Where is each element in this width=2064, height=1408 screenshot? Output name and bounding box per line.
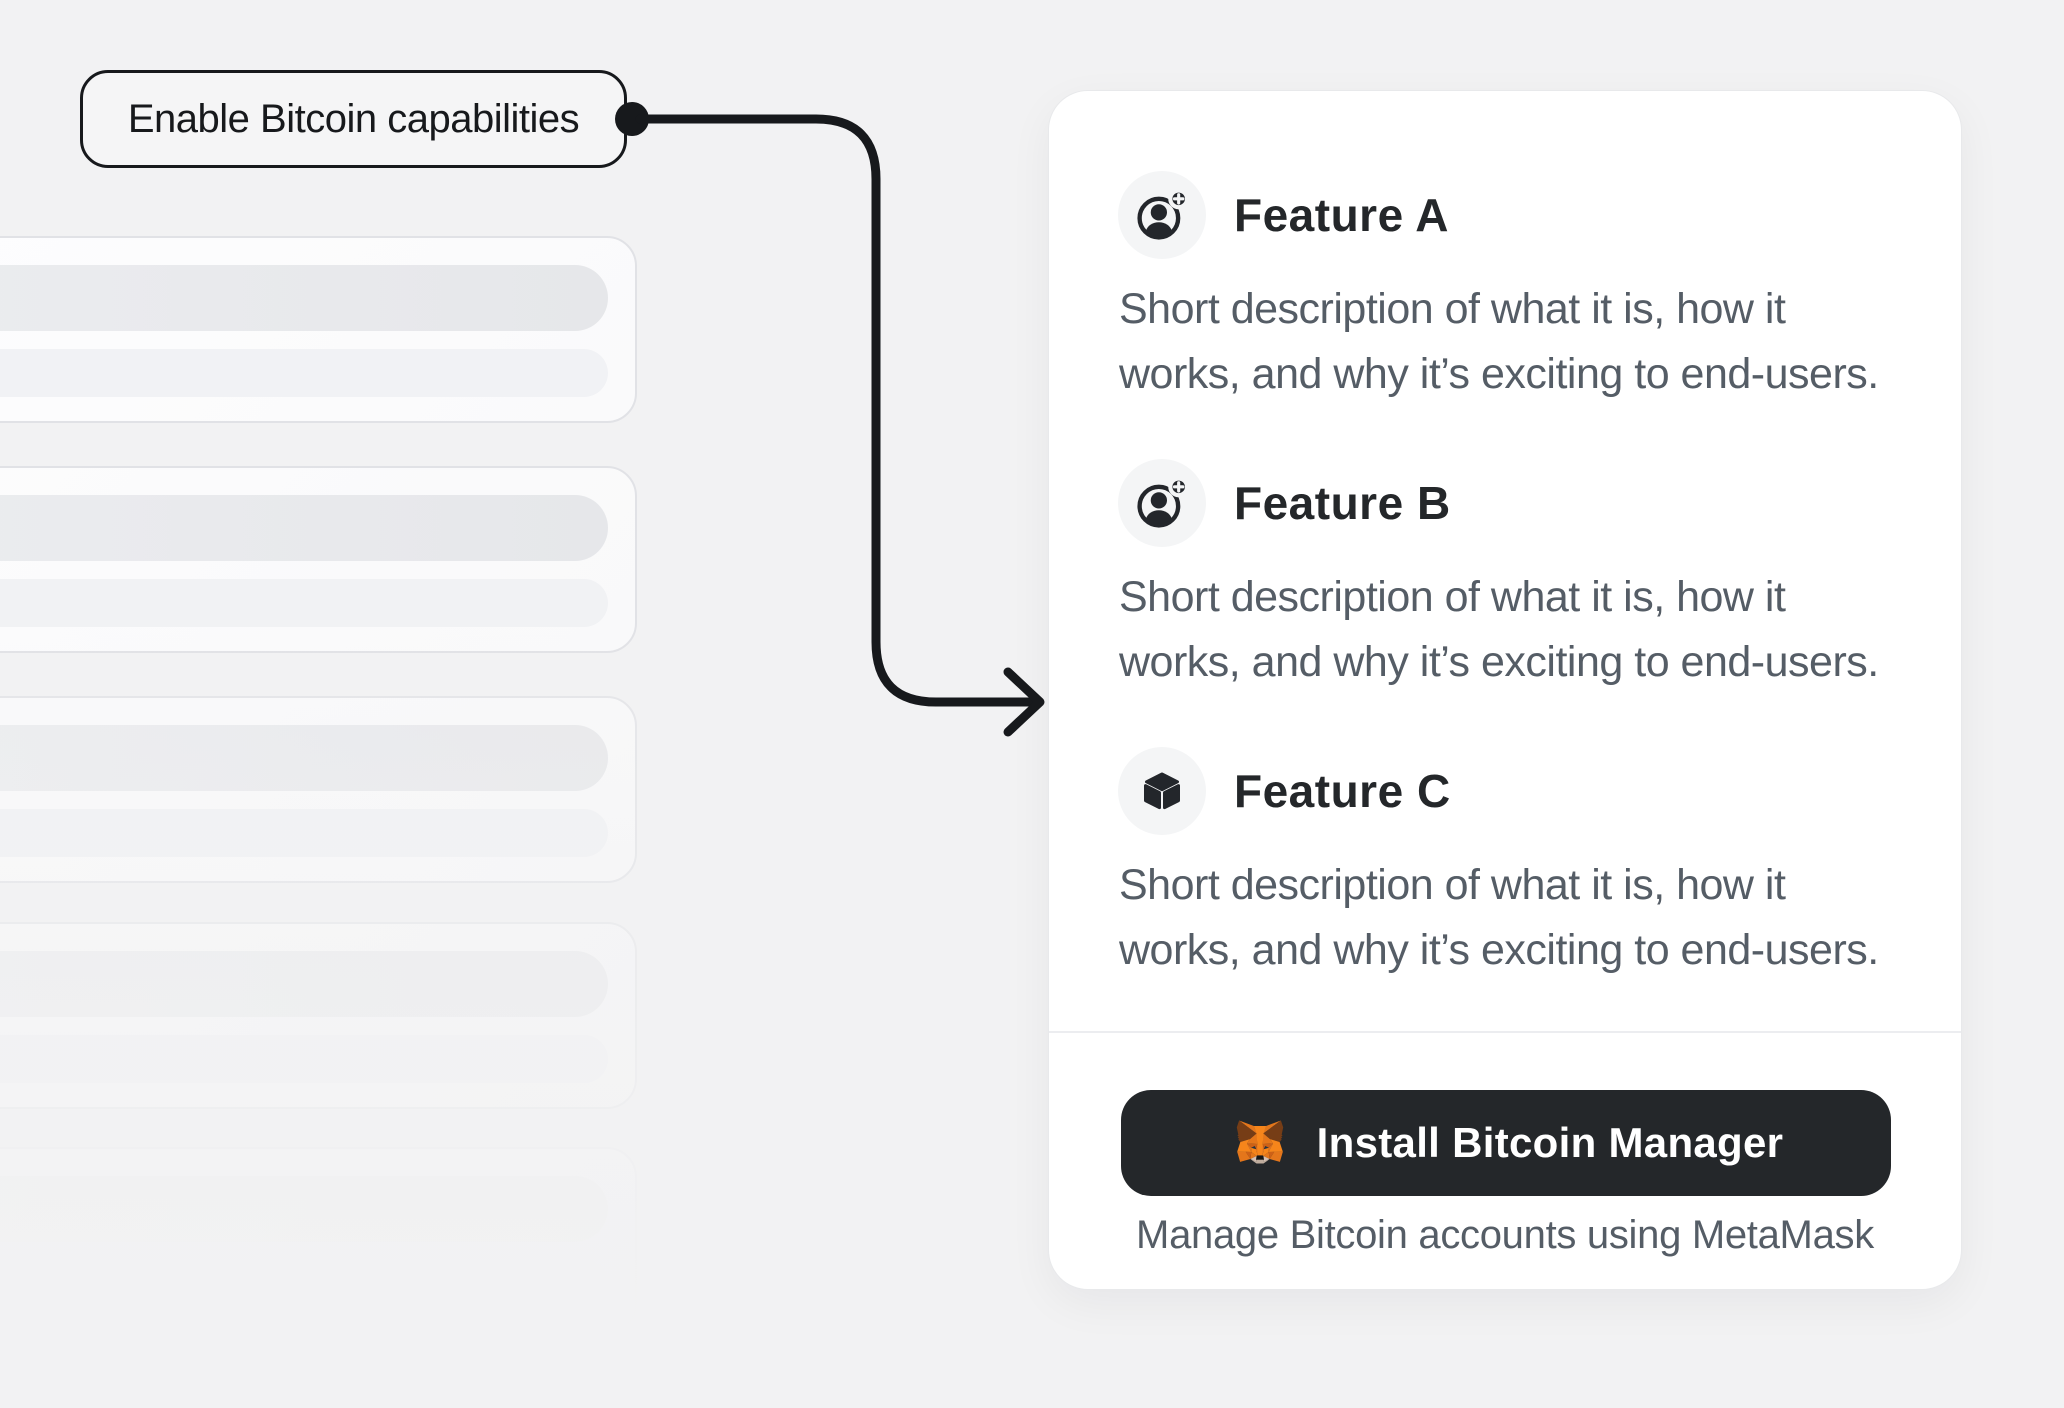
panel-divider (1049, 1031, 1961, 1033)
skeleton-card (0, 696, 637, 883)
skeleton-bar-primary (0, 495, 608, 561)
skeleton-bar-secondary (0, 349, 608, 397)
skeleton-bar-primary (0, 725, 608, 791)
install-bitcoin-manager-button[interactable]: Install Bitcoin Manager (1121, 1090, 1891, 1196)
feature-icon-badge (1118, 747, 1206, 835)
skeleton-bar-secondary (0, 579, 608, 627)
connector-arrowhead-icon (1003, 667, 1045, 737)
feature-row: Feature C (1118, 747, 1451, 835)
feature-row: Feature B (1118, 459, 1451, 547)
install-button-label: Install Bitcoin Manager (1316, 1119, 1784, 1166)
feature-icon-badge (1118, 459, 1206, 547)
feature-title: Feature B (1234, 477, 1451, 529)
skeleton-card (0, 236, 637, 423)
annotation-pill: Enable Bitcoin capabilities (80, 70, 627, 168)
feature-icon-badge (1118, 171, 1206, 259)
annotation-label: Enable Bitcoin capabilities (127, 96, 580, 141)
feature-title: Feature C (1234, 765, 1451, 817)
cube-icon (1144, 772, 1180, 810)
metamask-fox-icon (1236, 1120, 1283, 1164)
feature-description: Short description of what it is, how it … (1119, 573, 1879, 686)
skeleton-bar-secondary (0, 1260, 608, 1308)
account-add-icon (1137, 478, 1187, 528)
feature-row: Feature A (1118, 171, 1449, 259)
skeleton-card (0, 466, 637, 653)
connector-line (635, 114, 1039, 707)
install-caption: Manage Bitcoin accounts using MetaMask (1136, 1213, 1874, 1257)
feature-description: Short description of what it is, how it … (1119, 285, 1879, 398)
skeleton-bar-secondary (0, 809, 608, 857)
skeleton-card (0, 922, 637, 1109)
skeleton-bar-primary (0, 951, 608, 1017)
skeleton-card (0, 1147, 637, 1334)
skeleton-bar-primary (0, 265, 608, 331)
account-add-icon (1137, 190, 1187, 240)
feature-title: Feature A (1234, 189, 1449, 241)
skeleton-bar-primary (0, 1176, 608, 1242)
feature-panel: Feature A Short description of what it i… (1048, 90, 1962, 1290)
feature-description: Short description of what it is, how it … (1119, 861, 1879, 974)
skeleton-bar-secondary (0, 1035, 608, 1083)
